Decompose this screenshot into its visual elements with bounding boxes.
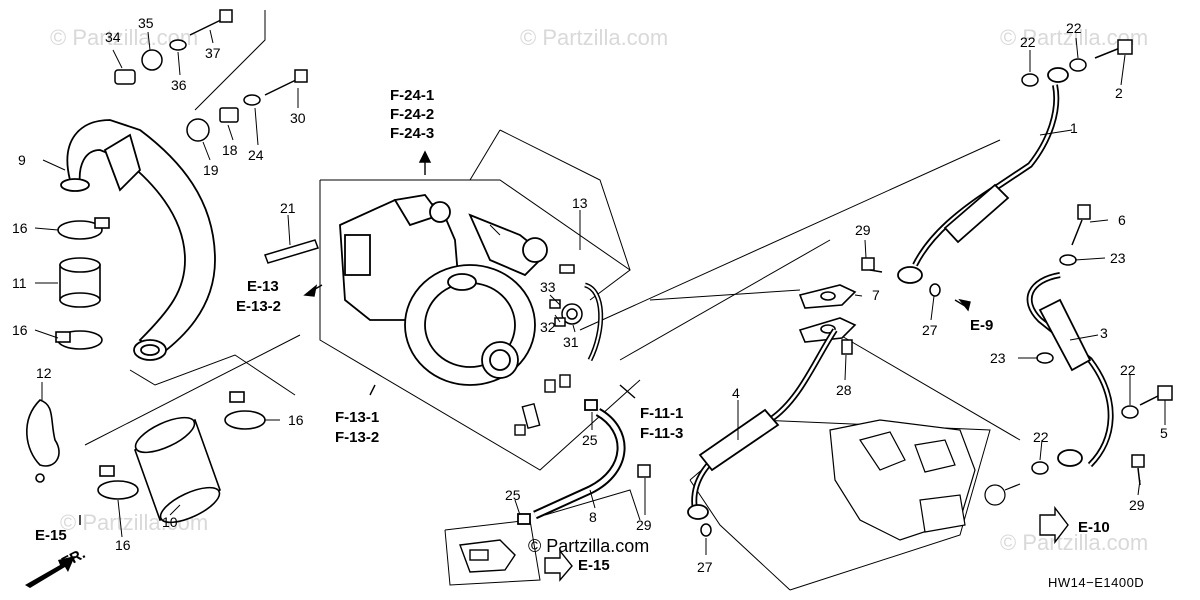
callout-25b: 25 (505, 487, 521, 503)
leader-lines (34, 29, 1166, 555)
callout-35: 35 (138, 15, 154, 31)
connector-bottom[interactable] (459, 539, 516, 573)
coupling-11[interactable] (59, 257, 101, 308)
callout-5: 5 (1160, 425, 1168, 441)
callout-3: 3 (1100, 325, 1108, 341)
callout-31: 31 (563, 334, 579, 350)
callout-2: 2 (1115, 85, 1123, 101)
callout-29a: 29 (855, 222, 871, 238)
callout-23a: 23 (1110, 250, 1126, 266)
callout-36: 36 (171, 77, 187, 93)
callout-27a: 27 (922, 322, 938, 338)
ref-f24-2: F-24-2 (390, 106, 434, 123)
ref-f13-2: F-13-2 (335, 429, 379, 446)
bolts-right[interactable] (637, 39, 1173, 537)
ref-e9: E-9 (970, 317, 993, 334)
ref-e10: E-10 (1078, 519, 1110, 536)
callout-23b: 23 (990, 350, 1006, 366)
watermark-center: © Partzilla.com (528, 536, 649, 556)
callout-numbers: 1 2 3 4 5 6 7 8 9 10 11 12 13 16 16 16 1… (12, 15, 1168, 575)
fittings-31-33[interactable] (549, 264, 604, 362)
ref-e13: E-13 (247, 278, 279, 295)
callout-12: 12 (36, 365, 52, 381)
callout-29c: 29 (1129, 497, 1145, 513)
callout-24: 24 (248, 147, 264, 163)
callout-4: 4 (732, 385, 740, 401)
callout-13: 13 (572, 195, 588, 211)
engine-block (829, 419, 1021, 541)
ref-e15-bottom: E-15 (578, 557, 610, 574)
callout-28: 28 (836, 382, 852, 398)
callout-27b: 27 (697, 559, 713, 575)
callout-8: 8 (589, 509, 597, 525)
oil-pipe-4[interactable] (687, 328, 838, 520)
callout-10: 10 (162, 514, 178, 530)
watermark-5: © Partzilla.com (1000, 530, 1148, 555)
callout-34: 34 (105, 29, 121, 45)
callout-16b: 16 (12, 322, 28, 338)
callout-9: 9 (18, 152, 26, 168)
callout-32: 32 (540, 319, 556, 335)
hose-sleeve-10[interactable] (131, 411, 224, 530)
callout-21: 21 (280, 200, 296, 216)
oil-pipe-3[interactable] (1026, 272, 1114, 468)
callout-25a: 25 (582, 432, 598, 448)
ref-f13-1: F-13-1 (335, 409, 379, 426)
callout-16a: 16 (12, 220, 28, 236)
spring-clip-12[interactable] (26, 399, 60, 483)
callout-6: 6 (1118, 212, 1126, 228)
hardware-top[interactable] (114, 9, 308, 142)
clamps-16[interactable] (55, 217, 266, 500)
watermark-2: © Partzilla.com (520, 25, 668, 50)
callout-11: 11 (12, 275, 27, 291)
callout-1: 1 (1070, 120, 1078, 136)
stud-21[interactable] (264, 239, 319, 264)
callout-37: 37 (205, 45, 221, 61)
callout-33: 33 (540, 279, 556, 295)
callout-16c: 16 (288, 412, 304, 428)
drain-hose-8[interactable] (517, 399, 626, 525)
callout-7: 7 (872, 287, 880, 303)
callout-22a: 22 (1020, 34, 1036, 50)
turbocharger[interactable] (339, 194, 548, 386)
callout-19: 19 (203, 162, 219, 178)
callout-22d: 22 (1033, 429, 1049, 445)
reference-arrows (79, 150, 1069, 582)
callout-16d: 16 (115, 537, 131, 553)
oil-pipe-1[interactable] (897, 67, 1069, 284)
ref-f24-1: F-24-1 (390, 87, 434, 104)
ref-e15-left: E-15 (35, 527, 67, 544)
callout-30: 30 (290, 110, 306, 126)
ref-f11-1: F-11-1 (640, 405, 683, 422)
section-references: F-24-1 F-24-2 F-24-3 E-13 E-13-2 F-13-1 … (35, 87, 1110, 574)
gaskets-7[interactable] (798, 284, 857, 343)
bolts-turbo-bottom[interactable] (514, 374, 571, 436)
ref-e13-2: E-13-2 (236, 298, 281, 315)
front-arrow: FR. (25, 545, 88, 588)
callout-22c: 22 (1120, 362, 1136, 378)
ref-f24-3: F-24-3 (390, 125, 434, 142)
callout-18: 18 (222, 142, 238, 158)
ref-f11-3: F-11-3 (640, 425, 683, 442)
callout-29b: 29 (636, 517, 652, 533)
callout-22b: 22 (1066, 20, 1082, 36)
intake-hose-9[interactable] (60, 119, 216, 361)
diagram-code: HW14−E1400D (1048, 575, 1144, 590)
